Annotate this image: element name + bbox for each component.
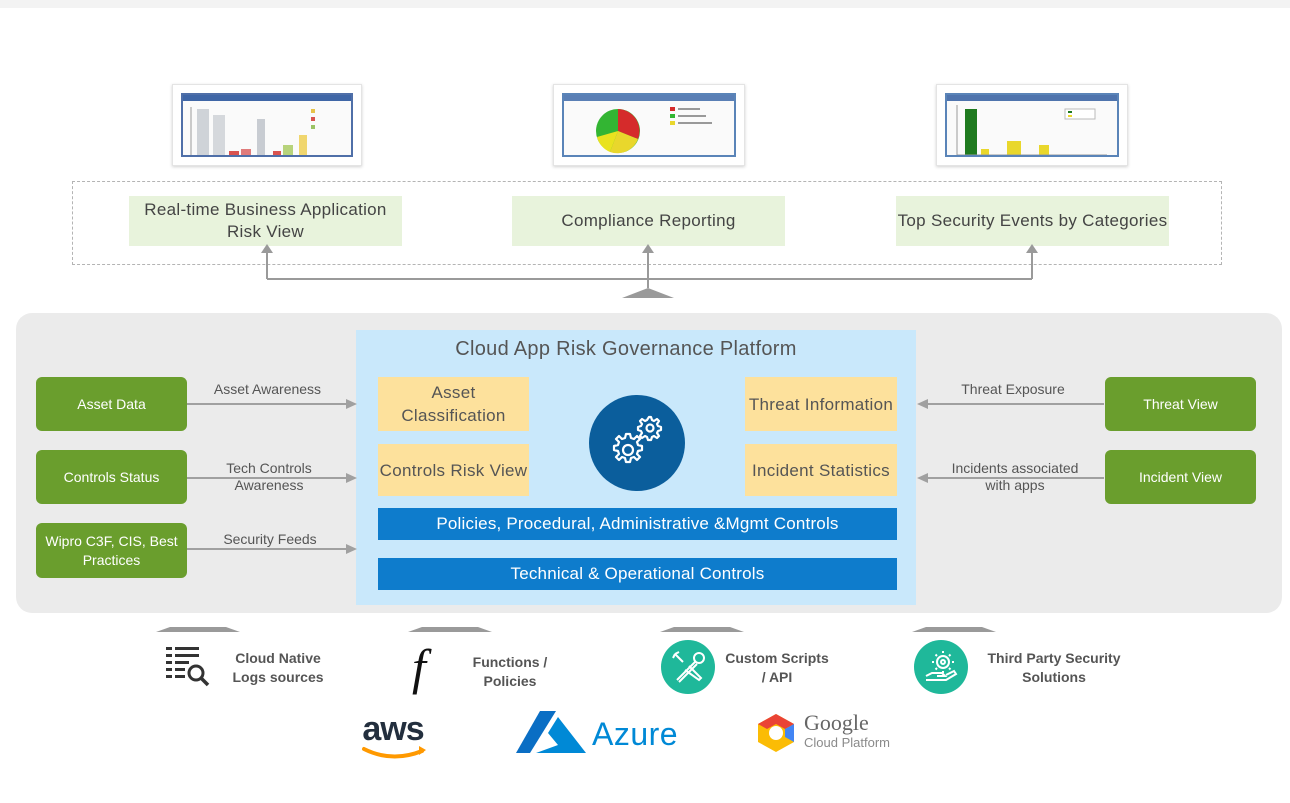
policies-bar: Policies, Procedural, Administrative &Mg… xyxy=(378,508,897,540)
controls-risk-view-box: Controls Risk View xyxy=(378,444,529,496)
report-connector-arrows xyxy=(261,244,1038,298)
svg-text:f: f xyxy=(412,639,432,695)
threat-exposure-label: Threat Exposure xyxy=(961,381,1065,397)
report-compliance: Compliance Reporting xyxy=(512,196,785,246)
tools-icon xyxy=(661,640,715,694)
security-feeds-label: Security Feeds xyxy=(223,531,317,547)
source-arrow-cap-logs xyxy=(156,627,240,632)
threat-view-box: Threat View xyxy=(1105,377,1256,431)
incident-view-box: Incident View xyxy=(1105,450,1256,504)
platform-title: Cloud App Risk Governance Platform xyxy=(455,338,797,360)
logs-sources-label: Cloud Native Logs sources xyxy=(232,650,324,685)
incidents-associated-label: Incidents associated with apps xyxy=(951,460,1079,493)
technical-controls-bar: Technical & Operational Controls xyxy=(378,558,897,590)
risk-view-thumbnail xyxy=(172,84,362,166)
function-icon: f xyxy=(412,639,432,695)
tech-controls-awareness-label: Tech Controls Awareness xyxy=(226,460,312,493)
asset-awareness-label: Asset Awareness xyxy=(213,381,322,397)
threat-information-box: Threat Information xyxy=(745,377,897,431)
gears-icon xyxy=(589,395,685,491)
third-party-label: Third Party Security Solutions xyxy=(987,650,1121,685)
functions-policies-label: Functions / Policies xyxy=(472,654,548,689)
best-practices-box: Wipro C3F, CIS, Best Practices xyxy=(36,523,187,578)
aws-logo: aws xyxy=(322,707,464,771)
custom-scripts-label: Custom Scripts / API xyxy=(725,650,829,685)
source-arrow-cap-third-party xyxy=(912,627,996,632)
google-cloud-icon xyxy=(758,714,794,752)
controls-status-box: Controls Status xyxy=(36,450,187,504)
google-cloud-platform-text: Cloud Platform xyxy=(804,735,890,750)
asset-data-box: Asset Data xyxy=(36,377,187,431)
source-arrow-cap-functions xyxy=(408,627,492,632)
hand-gear-icon xyxy=(914,640,968,694)
report-risk-view: Real-time Business Application Risk View xyxy=(129,196,402,246)
report-security-events: Top Security Events by Categories xyxy=(896,196,1169,246)
compliance-thumbnail xyxy=(553,84,745,166)
azure-logo-text: Azure xyxy=(592,716,679,752)
incident-statistics-box: Incident Statistics xyxy=(745,444,897,496)
security-events-thumbnail xyxy=(936,84,1128,166)
log-search-icon xyxy=(166,647,210,687)
aws-smile-icon xyxy=(362,746,426,759)
azure-logo-icon xyxy=(516,711,586,753)
google-logo-text: Google xyxy=(804,710,869,735)
asset-classification-box: Asset Classification xyxy=(378,377,529,431)
source-arrow-cap-scripts xyxy=(660,627,744,632)
